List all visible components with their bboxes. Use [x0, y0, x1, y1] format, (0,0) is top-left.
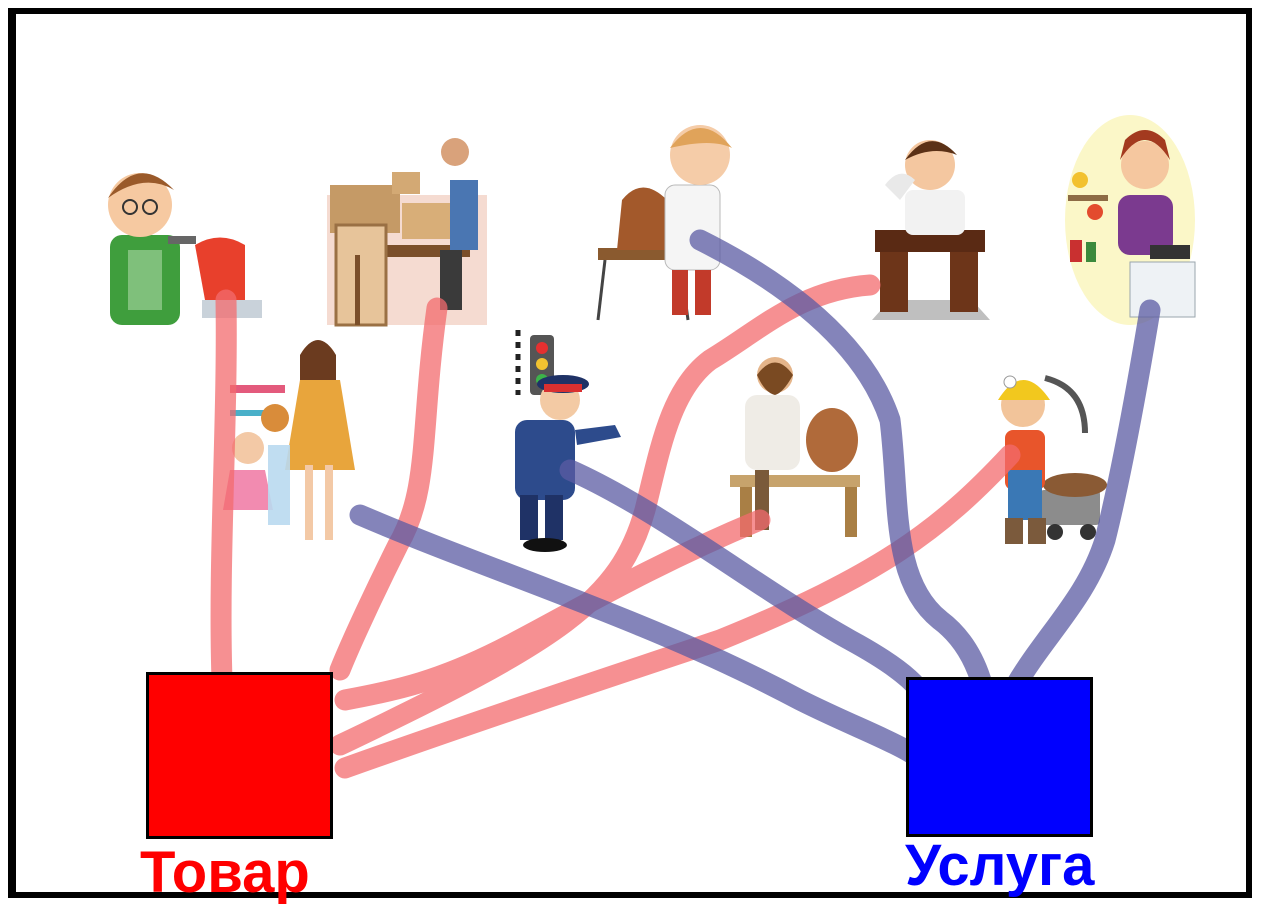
- writer-figure: [872, 140, 990, 320]
- grocer-figure: [1065, 115, 1196, 325]
- connector-potter-goods: [334, 509, 771, 711]
- goods-connectors: [210, 274, 1021, 779]
- carpenter-figure: [327, 138, 487, 327]
- connector-shoemaker-goods: [210, 289, 237, 691]
- miner-figure: [998, 375, 1107, 544]
- toy-seller-figure: [223, 340, 355, 540]
- traffic-officer-figure: [515, 330, 621, 552]
- connector-toyseller-services: [349, 504, 951, 786]
- connector-veterinarian-services: [689, 229, 1004, 771]
- services-label: Услуга: [905, 833, 1095, 898]
- veterinarian-figure: [596, 125, 732, 321]
- services-box: [906, 677, 1093, 837]
- slide-frame: [8, 8, 1252, 898]
- connector-carpenter-goods: [329, 297, 448, 681]
- potter-figure: [730, 357, 860, 537]
- shoemaker-figure: [108, 173, 262, 325]
- connector-miner-goods: [334, 444, 1021, 779]
- goods-box: [146, 672, 333, 839]
- goods-label: Товар: [140, 840, 310, 905]
